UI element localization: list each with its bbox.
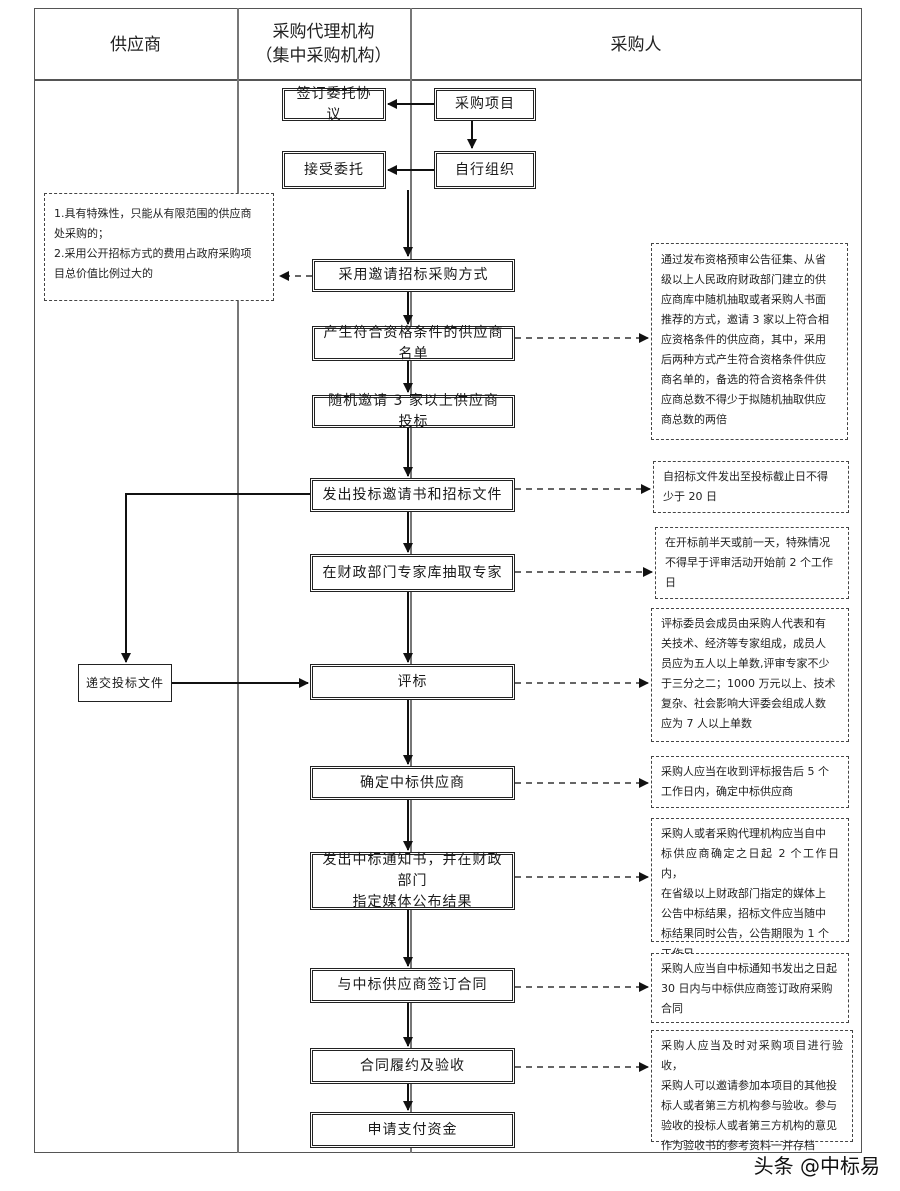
self-organize-box: 自行组织: [434, 151, 536, 189]
sign-agreement-box: 签订委托协议: [282, 86, 386, 123]
note-line: 1.具有特殊性，只能从有限范围的供应商: [54, 207, 252, 220]
note-line: 工作日内，确定中标供应商: [661, 785, 793, 798]
supplier-list-box: 产生符合资格条件的供应商名单: [312, 325, 515, 362]
lane-divider-left: [237, 8, 239, 1153]
note-line: 采购人可以邀请参加本项目的其他投: [661, 1079, 837, 1092]
note-line: 处采购的；: [54, 227, 109, 240]
note-line: 员应为五人以上单数,评审专家不少: [661, 657, 830, 670]
sign-contract-box: 与中标供应商签订合同: [310, 968, 515, 1003]
note-line: 应资格条件的供应商，其中，采用: [661, 333, 826, 346]
fulfil-accept-box: 合同履约及验收: [310, 1048, 515, 1084]
note-line: 标人或者第三方机构参与验收。参与: [661, 1099, 837, 1112]
note-line: 采购人应当在收到评标报告后 5 个: [661, 765, 829, 778]
note-line: 30 日内与中标供应商签订政府采购: [661, 982, 833, 995]
note-deadline: 自招标文件发出至投标截止日不得 少于 20 日: [653, 461, 849, 513]
evaluate-box: 评标: [310, 664, 515, 700]
note-line: 关技术、经济等专家组成，成员人: [661, 637, 826, 650]
note-line: 日: [665, 576, 676, 589]
note-line: 少于 20 日: [663, 490, 717, 503]
note-contract: 采购人应当自中标通知书发出之日起 30 日内与中标供应商签订政府采购 合同: [651, 953, 849, 1023]
note-line: 在省级以上财政部门指定的媒体上: [661, 887, 826, 900]
note-line: 不得早于评审活动开始前 2 个工作: [665, 556, 833, 569]
lane-header-supplier: 供应商: [110, 35, 161, 55]
note-line: 应商库中随机抽取或者采购人书面: [661, 293, 826, 306]
issue-docs-box: 发出投标邀请书和招标文件: [310, 478, 515, 512]
agency-title: 采购代理机构: [272, 22, 375, 42]
note-prequal: 通过发布资格预审公告征集、从省 级以上人民政府财政部门建立的供 应商库中随机抽取…: [651, 243, 848, 440]
diagram-frame: [34, 8, 862, 1153]
note-line: 在开标前半天或前一天，特殊情况: [665, 536, 830, 549]
accept-commission-box: 接受委托: [282, 151, 386, 189]
note-confirm: 采购人应当在收到评标报告后 5 个 工作日内，确定中标供应商: [651, 756, 849, 808]
note-line: 采购人应当及时对采购项目进行验收，: [661, 1039, 843, 1072]
note-conditions: 1.具有特殊性，只能从有限范围的供应商 处采购的； 2.采用公开招标方式的费用占…: [44, 193, 274, 301]
note-line: 商总数的两倍: [661, 413, 727, 426]
note-experts: 在开标前半天或前一天，特殊情况 不得早于评审活动开始前 2 个工作 日: [655, 527, 849, 599]
note-line: 级以上人民政府财政部门建立的供: [661, 273, 826, 286]
invite-three-box: 随机邀请 3 家以上供应商投标: [312, 393, 515, 430]
note-line: 采购人或者采购代理机构应当自中: [661, 827, 826, 840]
note-line: 自招标文件发出至投标截止日不得: [663, 470, 828, 483]
apply-payment-box: 申请支付资金: [310, 1112, 515, 1148]
note-line: 采购人应当自中标通知书发出之日起: [661, 962, 837, 975]
draw-experts-box: 在财政部门专家库抽取专家: [310, 554, 515, 592]
note-line: 于三分之二；1000 万元以上、技术: [661, 677, 836, 690]
watermark: 头条 @中标易: [753, 1154, 880, 1178]
note-line: 复杂、社会影响大评委会组成人数: [661, 697, 826, 710]
invite-method-box: 采用邀请招标采购方式: [312, 259, 515, 292]
submit-bid-box: 递交投标文件: [78, 664, 172, 702]
agency-subtitle: （集中采购机构）: [255, 46, 392, 66]
note-line: 应商总数不得少于拟随机抽取供应: [661, 393, 826, 406]
header-divider: [34, 79, 862, 81]
note-line: 推荐的方式，邀请 3 家以上符合相: [661, 313, 829, 326]
note-committee: 评标委员会成员由采购人代表和有 关技术、经济等专家组成，成员人 员应为五人以上单…: [651, 608, 849, 742]
note-acceptance: 采购人应当及时对采购项目进行验收， 采购人可以邀请参加本项目的其他投 标人或者第…: [651, 1030, 853, 1152]
note-line: 验收的投标人或者第三方机构的意见: [661, 1119, 837, 1132]
note-line: 标供应商确定之日起 2 个工作日内，: [661, 847, 839, 880]
note-line: 后两种方式产生符合资格条件供应: [661, 353, 826, 366]
note-line: 标结果同时公告，公告期限为 1 个: [661, 927, 829, 940]
note-line: 作为验收书的参考资料一并存档: [661, 1139, 815, 1152]
note-line: 公告中标结果，招标文件应当随中: [661, 907, 826, 920]
note-line: 合同: [661, 1002, 683, 1015]
note-line: 目总价值比例过大的: [54, 267, 153, 280]
notify-line-2: 指定媒体公布结果: [352, 893, 473, 910]
note-line: 商名单的，备选的符合资格条件供: [661, 373, 826, 386]
note-line: 通过发布资格预审公告征集、从省: [661, 253, 826, 266]
note-line: 应为 7 人以上单数: [661, 717, 752, 730]
determine-winner-box: 确定中标供应商: [310, 766, 515, 800]
lane-header-agency: 采购代理机构 （集中采购机构）: [237, 20, 410, 68]
note-publish: 采购人或者采购代理机构应当自中 标供应商确定之日起 2 个工作日内， 在省级以上…: [651, 818, 849, 960]
procurement-project-box: 采购项目: [434, 88, 536, 121]
note-line: 2.采用公开招标方式的费用占政府采购项: [54, 247, 252, 260]
note-line: 评标委员会成员由采购人代表和有: [661, 617, 826, 630]
lane-header-purchaser: 采购人: [610, 35, 662, 55]
notify-line-1: 发出中标通知书，并在财政部门: [322, 851, 503, 889]
notify-box: 发出中标通知书，并在财政部门 指定媒体公布结果: [310, 852, 515, 910]
